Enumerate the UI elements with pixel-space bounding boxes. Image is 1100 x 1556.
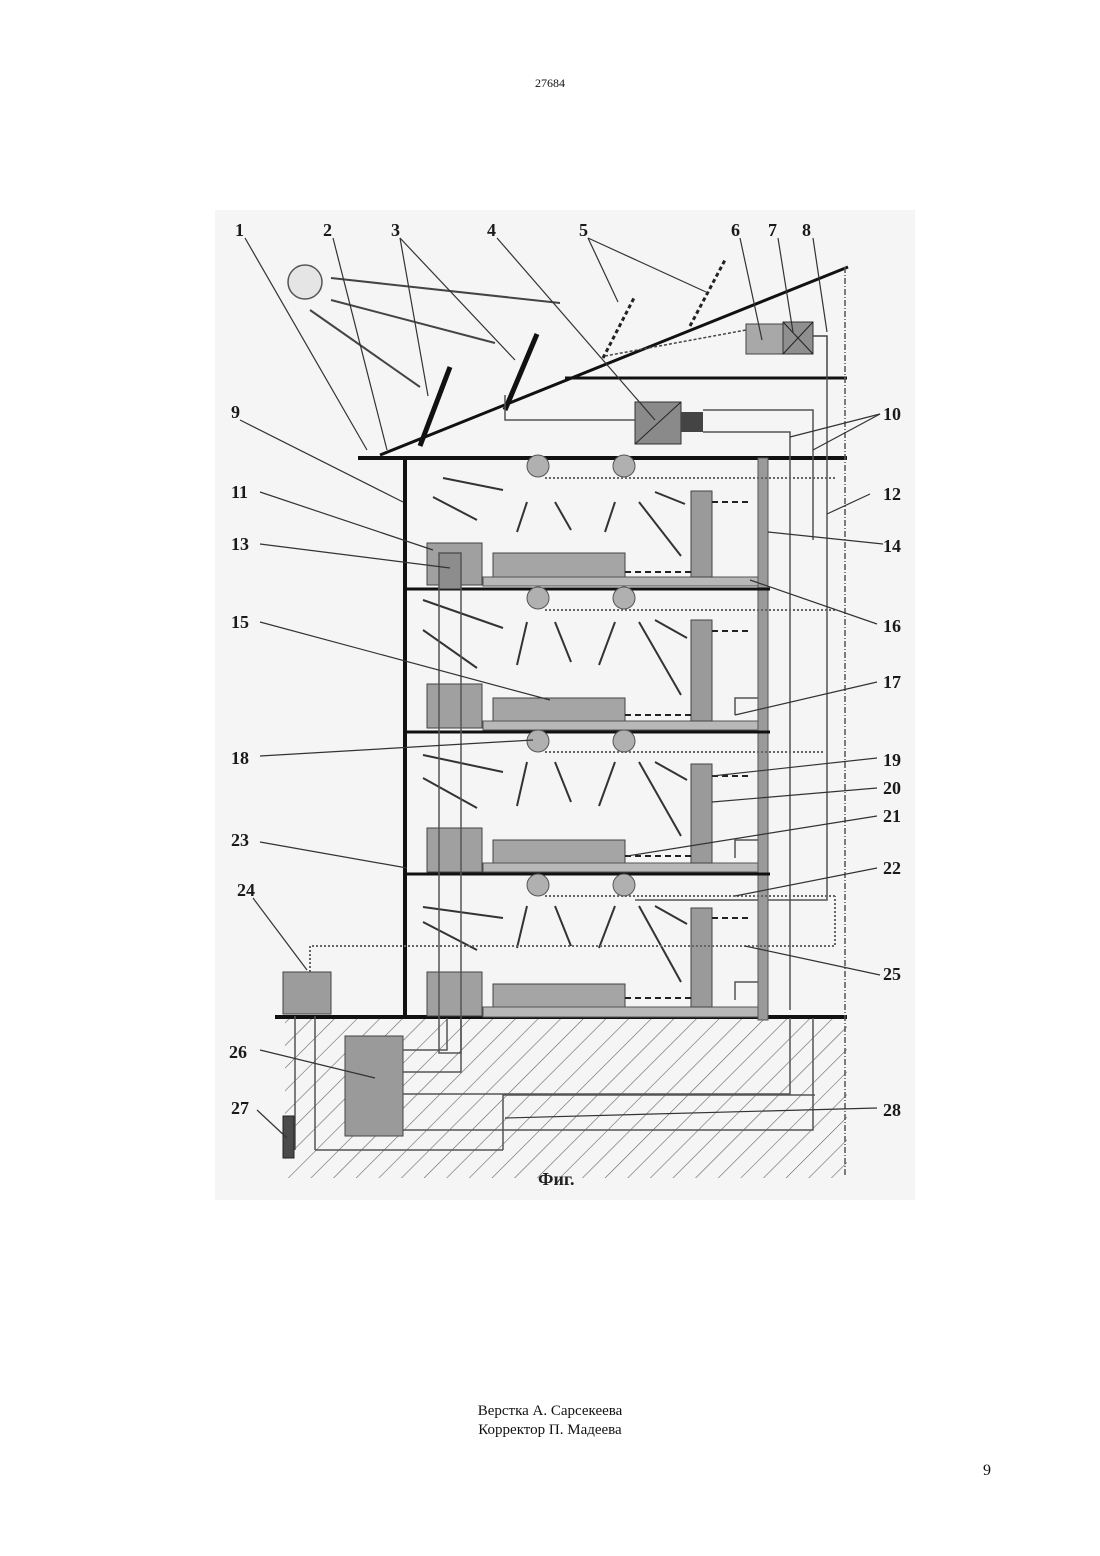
- callout-27: 27: [231, 1098, 249, 1118]
- callout-17: 17: [883, 672, 901, 692]
- callout-5: 5: [579, 220, 588, 240]
- callout-28: 28: [883, 1100, 901, 1120]
- callout-15: 15: [231, 612, 249, 632]
- patent-figure: 1 2 3 4 5 6 7 8 9 10 11 12 13 14 15 16 1…: [215, 210, 915, 1200]
- footer-credits: Верстка А. Сарсекеева Корректор П. Мадее…: [0, 1402, 1100, 1440]
- callout-23: 23: [231, 830, 249, 850]
- callout-6: 6: [731, 220, 740, 240]
- callout-24: 24: [237, 880, 255, 900]
- callout-14: 14: [883, 536, 901, 556]
- unit-6: [746, 324, 788, 354]
- callout-10: 10: [883, 404, 901, 424]
- callout-13: 13: [231, 534, 249, 554]
- callout-26: 26: [229, 1042, 247, 1062]
- callout-3: 3: [391, 220, 400, 240]
- sun-icon: [288, 265, 322, 299]
- callout-11: 11: [231, 482, 248, 502]
- callout-9: 9: [231, 402, 240, 422]
- callout-1: 1: [235, 220, 244, 240]
- tank-26: [345, 1036, 403, 1136]
- callout-16: 16: [883, 616, 901, 636]
- page-number: 9: [983, 1462, 991, 1480]
- sensor-27: [283, 1116, 294, 1158]
- callout-21: 21: [883, 806, 901, 826]
- callout-18: 18: [231, 748, 249, 768]
- callout-20: 20: [883, 778, 901, 798]
- figure-caption: Фиг.: [538, 1169, 574, 1189]
- riser-14: [758, 458, 768, 1020]
- callout-7: 7: [768, 220, 777, 240]
- callout-25: 25: [883, 964, 901, 984]
- unit-24: [283, 972, 331, 1014]
- callout-8: 8: [802, 220, 811, 240]
- callout-4: 4: [487, 220, 496, 240]
- callout-2: 2: [323, 220, 332, 240]
- converter-4-block: [681, 412, 703, 432]
- building-diagram: 1 2 3 4 5 6 7 8 9 10 11 12 13 14 15 16 1…: [215, 210, 915, 1200]
- callout-22: 22: [883, 858, 901, 878]
- proof-credit: Корректор П. Мадеева: [0, 1421, 1100, 1440]
- layout-credit: Верстка А. Сарсекеева: [0, 1402, 1100, 1421]
- callout-12: 12: [883, 484, 901, 504]
- callout-19: 19: [883, 750, 901, 770]
- document-number: 27684: [0, 76, 1100, 91]
